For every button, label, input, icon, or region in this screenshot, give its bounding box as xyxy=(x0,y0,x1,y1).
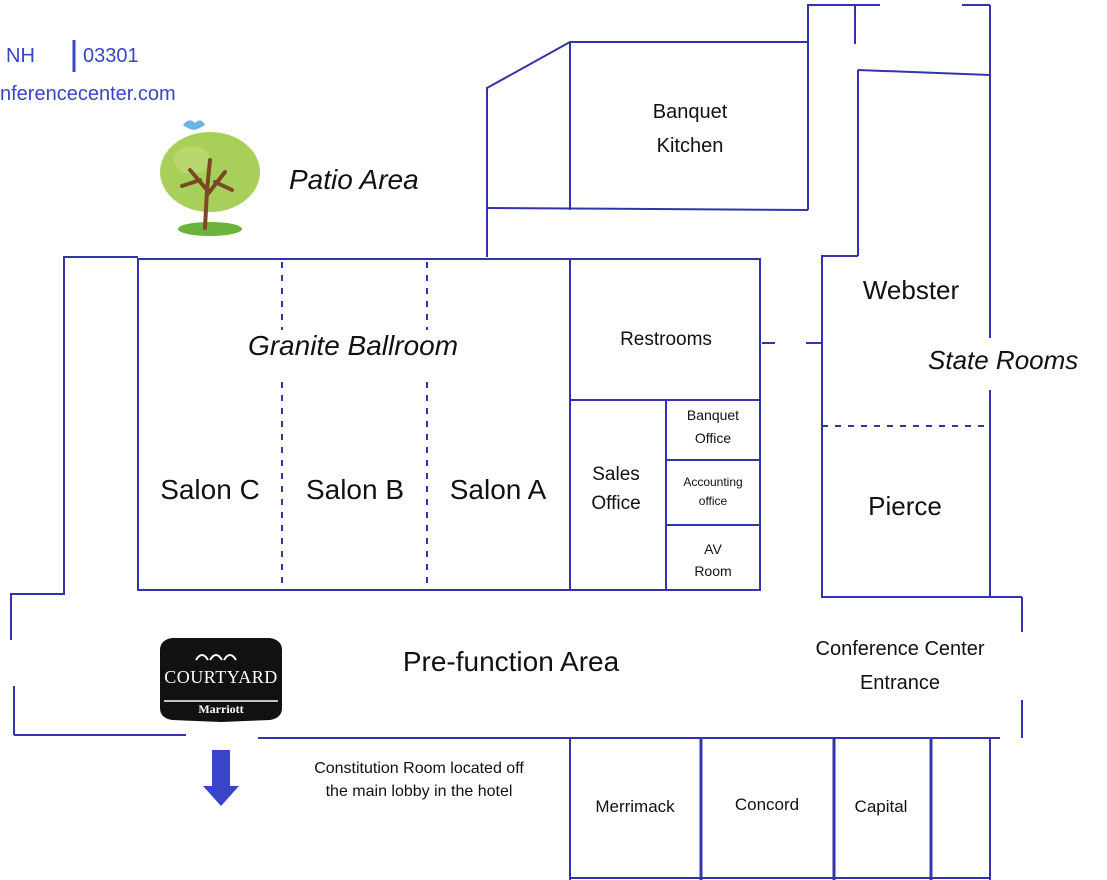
note-line-2: the main lobby in the hotel xyxy=(325,783,513,800)
wall-kitchen-outer xyxy=(486,41,809,257)
label-salon-a[interactable]: Salon A xyxy=(449,474,547,505)
tree-icon xyxy=(160,132,260,236)
logo-sub: Marriott xyxy=(198,702,244,716)
header-zip: 03301 xyxy=(83,45,139,67)
header-state: NH xyxy=(6,45,35,67)
label-banquet-office-1: Banquet xyxy=(686,407,740,423)
granite-ballroom-outline xyxy=(137,258,571,591)
label-sales-office-2: Office xyxy=(591,493,641,514)
label-patio-area: Patio Area xyxy=(289,164,419,195)
label-granite-ballroom: Granite Ballroom xyxy=(247,330,459,361)
label-banquet-kitchen-2: Kitchen xyxy=(656,135,724,157)
label-banquet-office-2: Office xyxy=(694,430,732,446)
label-accounting-office-2: office xyxy=(698,494,728,508)
label-pierce[interactable]: Pierce xyxy=(868,491,942,521)
logo-brand: COURTYARD xyxy=(164,667,278,687)
wall-east-wing xyxy=(807,4,880,42)
label-accounting-office-1: Accounting xyxy=(683,475,743,489)
note-line-1: Constitution Room located off xyxy=(314,760,524,777)
label-prefunction-area: Pre-function Area xyxy=(402,646,620,677)
label-salon-b[interactable]: Salon B xyxy=(305,474,405,505)
label-capital[interactable]: Capital xyxy=(854,797,908,816)
label-entrance-2: Entrance xyxy=(859,672,941,694)
label-restrooms: Restrooms xyxy=(620,329,712,350)
label-concord[interactable]: Concord xyxy=(734,795,800,814)
header-website[interactable]: nferencecenter.com xyxy=(0,83,176,105)
down-arrow-icon xyxy=(203,750,239,806)
label-salon-c[interactable]: Salon C xyxy=(160,474,260,505)
wall-webster-west xyxy=(857,69,991,76)
label-sales-office-1: Sales xyxy=(592,464,640,485)
label-state-rooms: State Rooms xyxy=(928,345,1079,375)
label-av-room-2: Room xyxy=(694,563,732,579)
label-entrance-1: Conference Center xyxy=(815,638,985,660)
wall-kitchen-south xyxy=(486,207,809,211)
label-banquet-kitchen-1: Banquet xyxy=(652,101,728,123)
bird-icon xyxy=(183,120,205,130)
wall-outer-west xyxy=(10,256,138,640)
label-av-room-1: AV xyxy=(704,541,722,557)
courtyard-marriott-logo xyxy=(160,638,282,722)
label-webster[interactable]: Webster xyxy=(862,275,960,305)
label-merrimack[interactable]: Merrimack xyxy=(595,797,675,816)
